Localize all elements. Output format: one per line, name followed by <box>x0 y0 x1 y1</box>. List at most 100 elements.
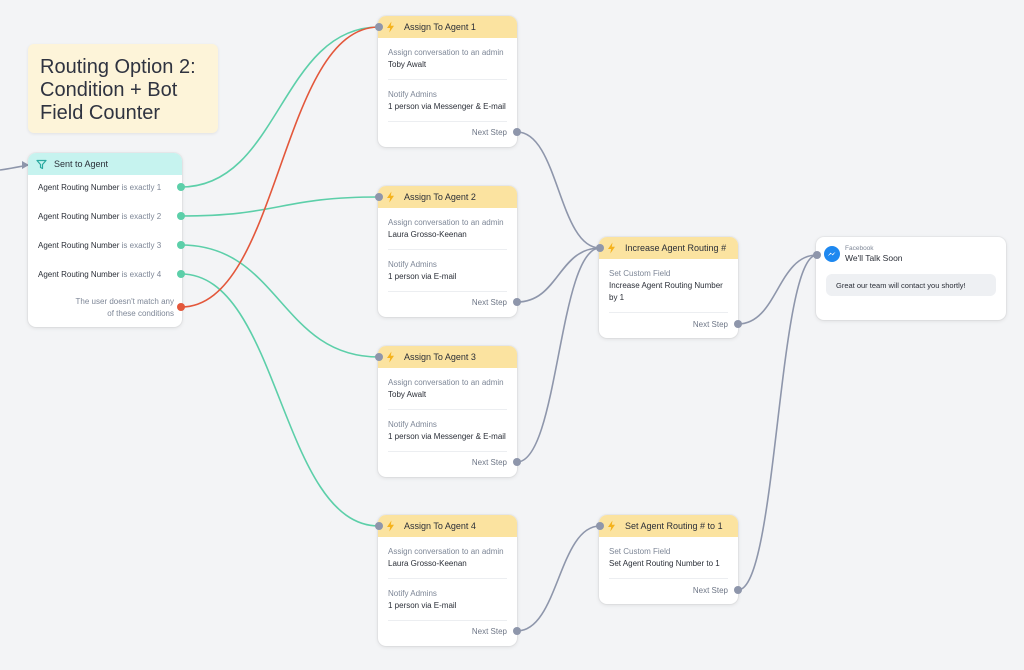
section-value: Laura Grosso-Keenan <box>388 559 467 568</box>
next-step-port[interactable] <box>513 458 521 466</box>
condition-row-2: Agent Routing Number is exactly 2 <box>38 212 161 221</box>
action-header: Assign To Agent 4 <box>378 515 517 537</box>
section-label: Assign conversation to an admin <box>388 547 504 556</box>
condition-value: 2 <box>156 212 162 221</box>
section-value: Toby Awalt <box>388 60 427 69</box>
condition-op: is exactly <box>121 241 155 250</box>
connection-cond3-to-agent3 <box>180 244 380 358</box>
notify-section: Notify Admins 1 person via Messenger & E… <box>388 410 507 452</box>
condition-3-output-port[interactable] <box>177 241 185 249</box>
action-header: Assign To Agent 1 <box>378 16 517 38</box>
facebook-message-card[interactable]: Facebook We'll Talk Soon Great our team … <box>816 237 1006 320</box>
action-title: Assign To Agent 1 <box>404 22 476 32</box>
filter-icon <box>36 157 48 171</box>
lightning-icon <box>386 519 398 533</box>
assign-section: Assign conversation to an admin Toby Awa… <box>388 368 507 410</box>
next-step-port[interactable] <box>734 586 742 594</box>
condition-else-output-port[interactable] <box>177 303 185 311</box>
assign-agent-2-card[interactable]: Assign To Agent 2 Assign conversation to… <box>378 186 521 317</box>
next-step-label: Next Step <box>692 586 728 595</box>
condition-row-4: Agent Routing Number is exactly 4 <box>38 270 161 279</box>
next-step-label: Next Step <box>471 298 507 307</box>
condition-1-output-port[interactable] <box>177 183 185 191</box>
condition-card[interactable]: Sent to Agent Agent Routing Number is ex… <box>28 153 185 327</box>
condition-2-output-port[interactable] <box>177 212 185 220</box>
condition-header: Sent to Agent <box>28 153 182 175</box>
facebook-header: Facebook We'll Talk Soon <box>845 245 903 264</box>
messenger-icon <box>824 246 840 262</box>
agent-2-input-port[interactable] <box>375 193 383 201</box>
lightning-icon <box>607 241 619 255</box>
section-value: Toby Awalt <box>388 390 427 399</box>
assign-section: Assign conversation to an admin Toby Awa… <box>388 38 507 80</box>
section-value: Laura Grosso-Keenan <box>388 230 467 239</box>
next-step-label: Next Step <box>471 627 507 636</box>
next-step-port[interactable] <box>513 627 521 635</box>
notify-section: Notify Admins 1 person via E-mail <box>388 250 507 292</box>
set-input-port[interactable] <box>596 522 604 530</box>
agent-1-input-port[interactable] <box>375 23 383 31</box>
action-title: Assign To Agent 2 <box>404 192 476 202</box>
condition-title: Sent to Agent <box>54 159 109 169</box>
condition-field: Agent Routing Number <box>38 241 120 250</box>
action-header: Assign To Agent 3 <box>378 346 517 368</box>
connection-increase-to-fb <box>737 254 818 325</box>
condition-field: Agent Routing Number <box>38 183 120 192</box>
condition-else: The user doesn't match any of these cond… <box>76 296 174 320</box>
next-step-label: Next Step <box>692 320 728 329</box>
increase-input-port[interactable] <box>596 244 604 252</box>
condition-else-line-2: of these conditions <box>107 309 174 318</box>
custom-field-section: Set Custom Field Set Agent Routing Numbe… <box>609 537 728 579</box>
condition-row-1: Agent Routing Number is exactly 1 <box>38 183 161 192</box>
assign-section: Assign conversation to an admin Laura Gr… <box>388 537 507 579</box>
section-value-line-2: by 1 <box>609 293 625 302</box>
connection-agent4-to-set <box>516 525 601 632</box>
connection-agent2-to-increase <box>516 247 601 303</box>
condition-row-3: Agent Routing Number is exactly 3 <box>38 241 161 250</box>
note-line-3: Field Counter <box>40 102 161 124</box>
lightning-icon <box>386 20 398 34</box>
assign-agent-3-card[interactable]: Assign To Agent 3 Assign conversation to… <box>378 346 521 477</box>
section-label: Assign conversation to an admin <box>388 378 504 387</box>
section-value: 1 person via E-mail <box>388 272 457 281</box>
next-step-port[interactable] <box>734 320 742 328</box>
action-title: Increase Agent Routing # <box>625 243 727 253</box>
assign-agent-1-card[interactable]: Assign To Agent 1 Assign conversation to… <box>378 16 521 147</box>
next-step-port[interactable] <box>513 128 521 136</box>
message-bubble: Great our team will contact you shortly! <box>826 274 996 296</box>
section-value: 1 person via E-mail <box>388 601 457 610</box>
action-title: Assign To Agent 4 <box>404 521 476 531</box>
condition-op: is exactly <box>121 212 155 221</box>
assign-agent-4-card[interactable]: Assign To Agent 4 Assign conversation to… <box>378 515 521 646</box>
condition-field: Agent Routing Number <box>38 212 120 221</box>
incoming-connection <box>0 164 29 171</box>
section-value-line-1: Increase Agent Routing Number <box>609 281 723 290</box>
action-title: Assign To Agent 3 <box>404 352 476 362</box>
set-routing-card[interactable]: Set Agent Routing # to 1 Set Custom Fiel… <box>599 515 742 604</box>
agent-3-input-port[interactable] <box>375 353 383 361</box>
condition-4-output-port[interactable] <box>177 270 185 278</box>
next-step-label: Next Step <box>471 458 507 467</box>
condition-value: 1 <box>156 183 162 192</box>
channel-label: Facebook <box>845 245 874 252</box>
section-value: 1 person via Messenger & E-mail <box>388 102 506 111</box>
agent-4-input-port[interactable] <box>375 522 383 530</box>
section-label: Notify Admins <box>388 90 437 99</box>
connection-set-to-fb <box>737 254 818 591</box>
note-line-1: Routing Option 2: <box>40 56 196 78</box>
section-value: Set Agent Routing Number to 1 <box>609 559 720 568</box>
section-label: Notify Admins <box>388 260 437 269</box>
sticky-note[interactable]: Routing Option 2: Condition + Bot Field … <box>28 44 218 133</box>
condition-value: 3 <box>156 241 162 250</box>
facebook-input-port[interactable] <box>813 251 821 259</box>
lightning-icon <box>386 350 398 364</box>
next-step-port[interactable] <box>513 298 521 306</box>
action-header: Assign To Agent 2 <box>378 186 517 208</box>
section-value: 1 person via Messenger & E-mail <box>388 432 506 441</box>
message-title: We'll Talk Soon <box>845 253 903 263</box>
increase-routing-card[interactable]: Increase Agent Routing # Set Custom Fiel… <box>599 237 742 338</box>
action-title: Set Agent Routing # to 1 <box>625 521 723 531</box>
condition-value: 4 <box>156 270 162 279</box>
section-label: Set Custom Field <box>609 547 671 556</box>
